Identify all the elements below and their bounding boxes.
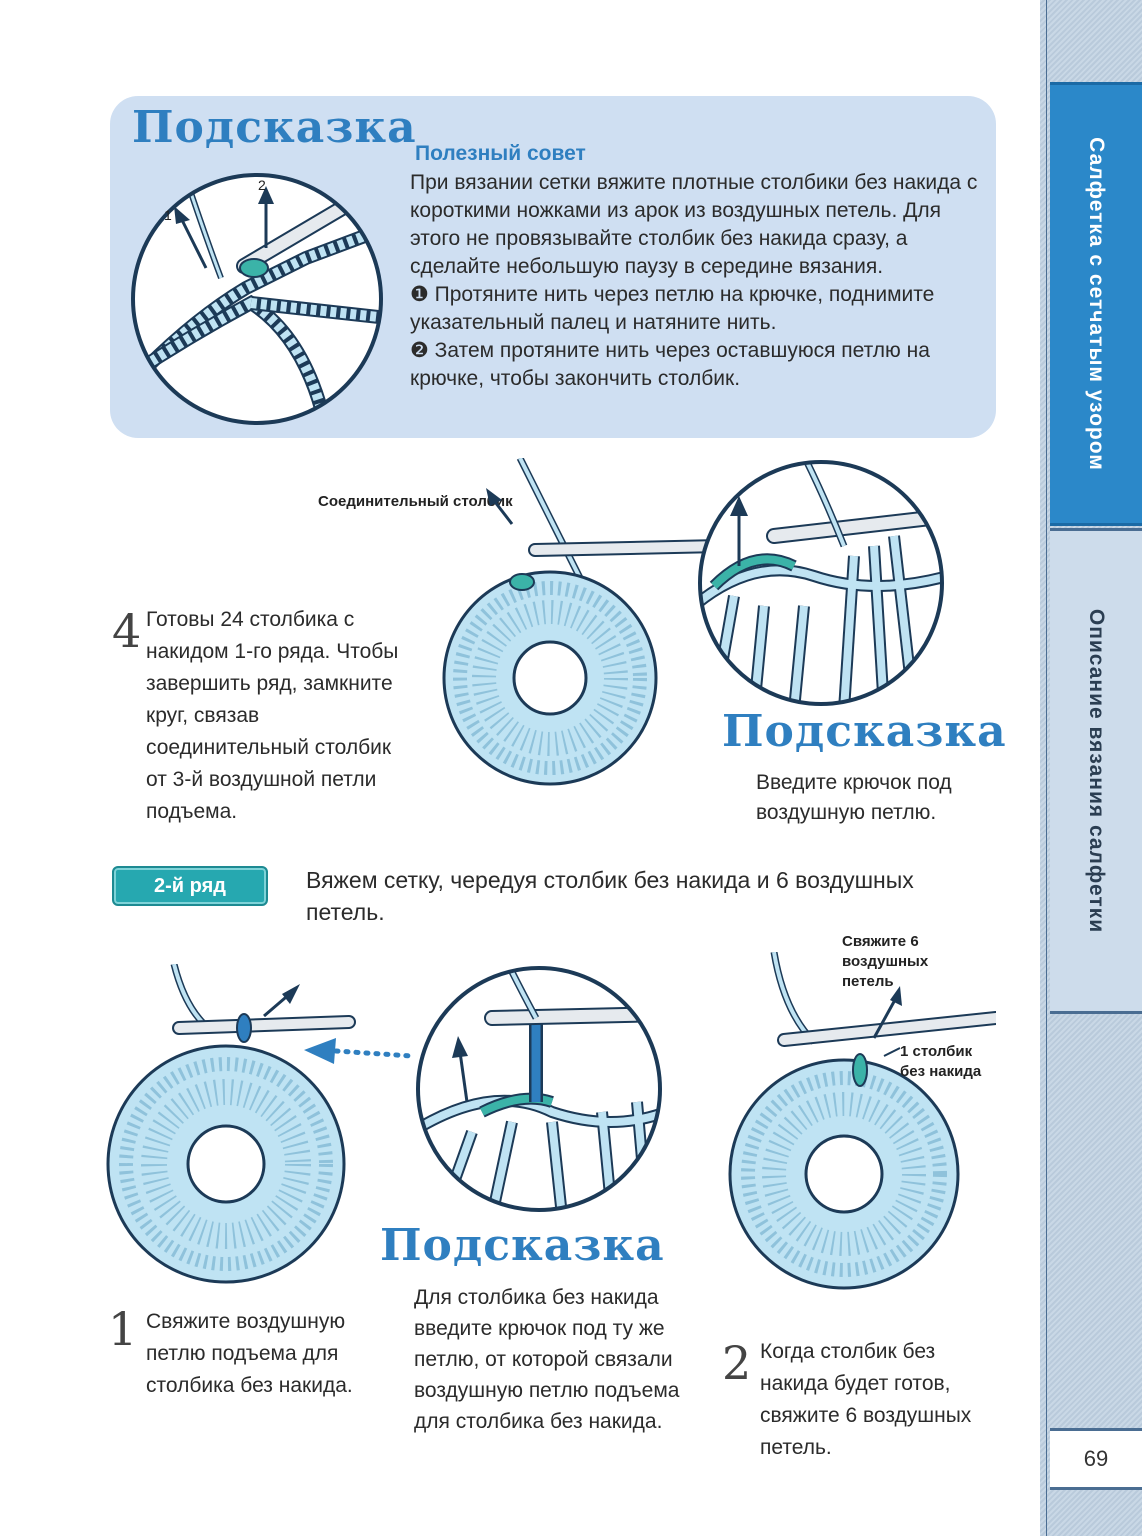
step-number: 2: [722, 1336, 752, 1390]
side-divider: [1046, 0, 1047, 1536]
arrow-label-2: 2: [258, 177, 266, 193]
page-number: 69: [1050, 1428, 1142, 1490]
step1-text: Свяжите воздушную петлю подъема для стол…: [146, 1310, 353, 1397]
row-badge: 2-й ряд: [112, 866, 268, 906]
hint-detail-circle: [698, 460, 944, 706]
hint-title: Подсказка: [132, 102, 417, 153]
hint-title: Подсказка: [722, 706, 1007, 757]
hint-title: Подсказка: [380, 1220, 665, 1271]
hint-text: Для столбика без накида введите крючок п…: [414, 1286, 680, 1433]
crochet-ring-illustration: [728, 952, 996, 1290]
side-tab-label: Салфетка с сетчатым узором: [1085, 137, 1108, 471]
callout-slip-stitch: Соединительный столбик: [318, 493, 513, 510]
dotted-arrow-icon: [304, 1038, 414, 1064]
step-number: 1: [108, 1302, 138, 1356]
tip-title: Полезный совет: [415, 142, 586, 165]
hint-detail-circle: [416, 966, 662, 1212]
tip-paragraph: ❶ Протяните нить через петлю на крючке, …: [410, 283, 935, 334]
hint-illustration-circle: 1 2: [131, 173, 383, 425]
crochet-ring-illustration: [106, 964, 356, 1284]
callout-chain-stitches: Свяжите 6 воздушных петель: [842, 933, 929, 990]
side-tab-label: Описание вязания салфетки: [1085, 608, 1108, 934]
hint-text: Введите крючок под воздушную петлю.: [756, 771, 952, 824]
tip-paragraph: ❷ Затем протяните нить через оставшуюся …: [410, 339, 930, 390]
tip-text: При вязании сетки вяжите плотные столбик…: [410, 169, 982, 393]
arrow-label-1: 1: [164, 207, 172, 223]
row2-description: Вяжем сетку, чередуя столбик без накида …: [306, 867, 914, 925]
step-number: 4: [112, 604, 142, 658]
step2-text: Когда столбик без накида будет готов, св…: [760, 1340, 972, 1459]
tip-paragraph: При вязании сетки вяжите плотные столбик…: [410, 171, 978, 278]
side-tab-description[interactable]: Описание вязания салфетки: [1050, 528, 1142, 1014]
callout-single-crochet: 1 столбик без накида: [900, 1043, 982, 1080]
crochet-ring-illustration: [442, 458, 720, 786]
side-tab-napkin-mesh[interactable]: Салфетка с сетчатым узором: [1050, 82, 1142, 526]
step4-text: Готовы 24 столбика с накидом 1-го ряда. …: [146, 608, 399, 823]
